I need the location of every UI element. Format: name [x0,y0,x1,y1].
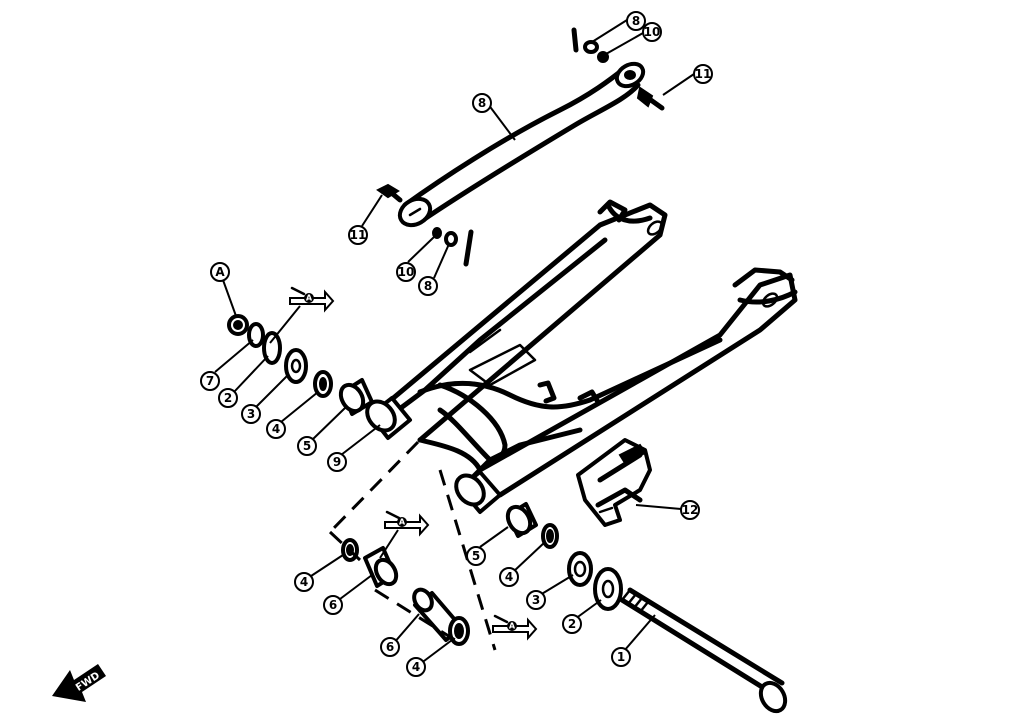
swingarm-body [375,199,798,498]
callout-label: 2 [224,391,232,405]
top-link-hardware [571,27,665,111]
callout-label: 8 [478,96,486,110]
grease-tag-mid: A [384,510,430,537]
callout-label: 8 [632,14,640,28]
callout-6-low: 6 [323,595,343,615]
callout-label: 2 [568,617,576,631]
callout-2-right: 2 [562,614,582,634]
callout-label: 4 [412,660,420,674]
callout-label: 10 [398,265,415,279]
chain-guard [576,438,652,527]
callout-3-right: 3 [526,590,546,610]
left-link-hardware [376,183,474,267]
callout-4-low: 4 [294,572,314,592]
callout-label: 6 [329,598,337,612]
callout-label: 1 [617,650,625,664]
callout-4-left: 4 [266,419,286,439]
left-pivot-parts [227,314,374,416]
callout-label: 3 [247,407,255,421]
pivot-shaft [619,587,788,714]
grease-tag-label: A [399,518,406,527]
callout-label: 10 [644,25,661,39]
leader-lines [214,19,695,665]
callout-4-right: 4 [499,567,519,587]
callout-A: A [210,262,230,282]
callout-3-left: 3 [241,404,261,424]
callout-9: 9 [327,452,347,472]
callout-11-left: 11 [348,225,368,245]
forward-arrow-icon: FWD [52,664,106,702]
callout-label: 3 [532,593,540,607]
callout-label: 12 [682,503,699,517]
assembly-dashed-lines [328,440,497,651]
torque-link [397,61,646,228]
callout-label: 11 [350,228,367,242]
callout-label: 6 [386,640,394,654]
grease-tag-label: A [306,294,313,303]
right-pivot-parts [505,502,623,611]
grease-tag-top: A [289,286,335,313]
callout-7: 7 [200,371,220,391]
callout-5-right: 5 [466,546,486,566]
callout-label: A [215,265,225,279]
callout-8-link: 8 [472,93,492,113]
callout-label: 5 [303,439,311,453]
callout-label: 5 [472,549,480,563]
callout-label: 9 [333,455,341,469]
callout-2-left: 2 [218,388,238,408]
callout-label: 4 [300,575,308,589]
callout-10-left: 10 [396,262,416,282]
callout-8-left: 8 [418,276,438,296]
callout-11-top: 11 [693,64,713,84]
callout-1: 1 [611,647,631,667]
grease-tag-bot: A [492,614,538,641]
callout-label: 4 [272,422,280,436]
callout-12: 12 [680,500,700,520]
pivot-bushing-right [454,470,502,514]
callout-4-bot: 4 [406,657,426,677]
callout-5-left: 5 [297,436,317,456]
callout-8-top: 8 [626,11,646,31]
callout-label: 8 [424,279,432,293]
callout-10-top: 10 [642,22,662,42]
callout-label: 7 [206,374,214,388]
callout-6-bot: 6 [380,637,400,657]
grease-tag-label: A [509,622,516,631]
callout-label: 11 [695,67,712,81]
callout-label: 4 [505,570,513,584]
